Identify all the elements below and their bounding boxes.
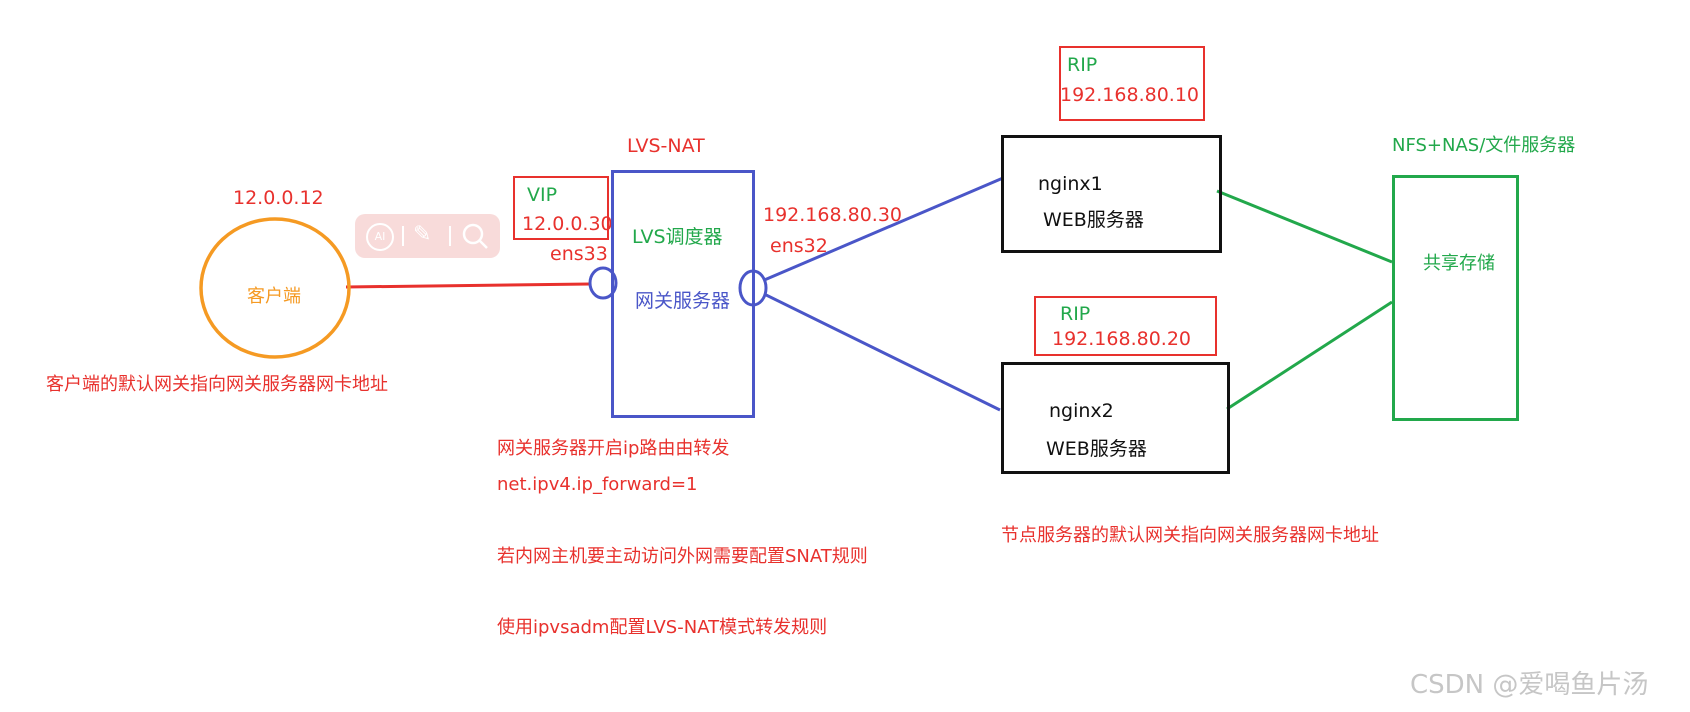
gateway-server-label: 网关服务器 xyxy=(635,290,731,312)
lvs-nginx1-link xyxy=(761,176,1004,283)
lvs-nginx2-link xyxy=(761,291,1001,412)
magic-wand-icon[interactable]: ✎ xyxy=(413,222,432,247)
nginx1-box xyxy=(1001,135,1222,253)
ens33-interface-circle xyxy=(588,266,618,300)
nginx1-storage-link xyxy=(1216,189,1393,264)
nginx2-role: WEB服务器 xyxy=(1046,438,1147,460)
lvs-note-4: 使用ipvsadm配置LVS-NAT模式转发规则 xyxy=(497,617,828,638)
lvs-note-2: net.ipv4.ip_forward=1 xyxy=(497,474,698,495)
lvs-gateway-box xyxy=(611,170,755,418)
shared-storage-label: 共享存储 xyxy=(1423,253,1495,274)
vip-ip: 12.0.0.30 xyxy=(522,213,613,235)
lvs-note-3: 若内网主机要主动访问外网需要配置SNAT规则 xyxy=(497,546,868,567)
nginx2-box xyxy=(1001,362,1230,474)
rip1-ip: 192.168.80.10 xyxy=(1060,84,1200,106)
nginx1-name: nginx1 xyxy=(1038,173,1103,195)
client-label: 客户端 xyxy=(247,286,301,307)
rip2-ip: 192.168.80.20 xyxy=(1052,328,1192,350)
vip-box xyxy=(513,176,609,240)
csdn-watermark: CSDN @爱喝鱼片汤 xyxy=(1410,670,1649,700)
ens33-label: ens33 xyxy=(550,243,608,265)
nginx2-storage-link xyxy=(1226,300,1393,411)
nginx2-name: nginx2 xyxy=(1049,400,1114,422)
toolbar-divider xyxy=(402,226,404,246)
search-icon[interactable] xyxy=(460,221,490,251)
client-ip-label: 12.0.0.12 xyxy=(233,187,324,209)
ai-toolbar[interactable]: AI ✎ xyxy=(355,214,500,258)
shared-storage-box xyxy=(1392,175,1519,421)
rip2-box xyxy=(1034,296,1217,356)
client-circle xyxy=(199,217,351,359)
ens32-label: ens32 xyxy=(770,235,828,257)
client-link-line xyxy=(345,282,591,289)
rip1-box xyxy=(1059,46,1205,121)
lvs-scheduler-label: LVS调度器 xyxy=(632,226,723,248)
inner-ip-label: 192.168.80.30 xyxy=(763,204,903,226)
rip1-title: RIP xyxy=(1067,54,1098,76)
toolbar-divider-2 xyxy=(449,226,451,246)
ai-icon[interactable]: AI xyxy=(366,223,394,251)
client-gateway-note: 客户端的默认网关指向网关服务器网卡地址 xyxy=(46,374,388,395)
storage-title: NFS+NAS/文件服务器 xyxy=(1392,135,1576,156)
rip2-title: RIP xyxy=(1060,303,1091,325)
lvs-nat-title: LVS-NAT xyxy=(627,135,705,157)
nginx1-role: WEB服务器 xyxy=(1043,209,1144,231)
lvs-note-1: 网关服务器开启ip路由由转发 xyxy=(497,438,730,459)
node-gateway-note: 节点服务器的默认网关指向网关服务器网卡地址 xyxy=(1001,525,1379,546)
vip-title: VIP xyxy=(527,184,558,206)
